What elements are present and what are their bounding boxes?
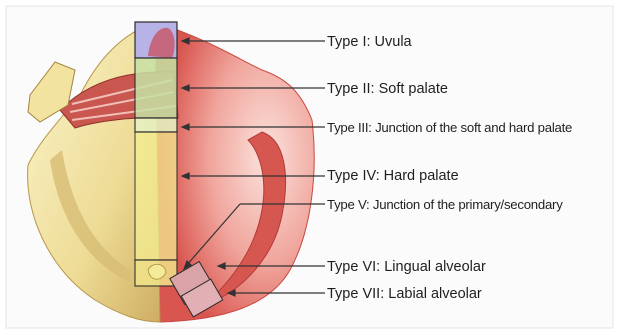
label-type-1: Type I: Uvula bbox=[327, 34, 412, 50]
zone-hard-palate bbox=[135, 132, 177, 260]
incisive-papilla bbox=[148, 264, 166, 279]
zone-soft-palate bbox=[135, 58, 177, 118]
label-type-6: Type VI: Lingual alveolar bbox=[327, 259, 486, 275]
zone-junction-soft-hard bbox=[135, 118, 177, 132]
label-type-3: Type III: Junction of the soft and hard … bbox=[327, 120, 572, 136]
label-type-2: Type II: Soft palate bbox=[327, 81, 448, 97]
label-type-4: Type IV: Hard palate bbox=[327, 168, 459, 184]
label-type-7: Type VII: Labial alveolar bbox=[327, 286, 482, 302]
label-type-5: Type V: Junction of the primary/secondar… bbox=[327, 197, 563, 213]
